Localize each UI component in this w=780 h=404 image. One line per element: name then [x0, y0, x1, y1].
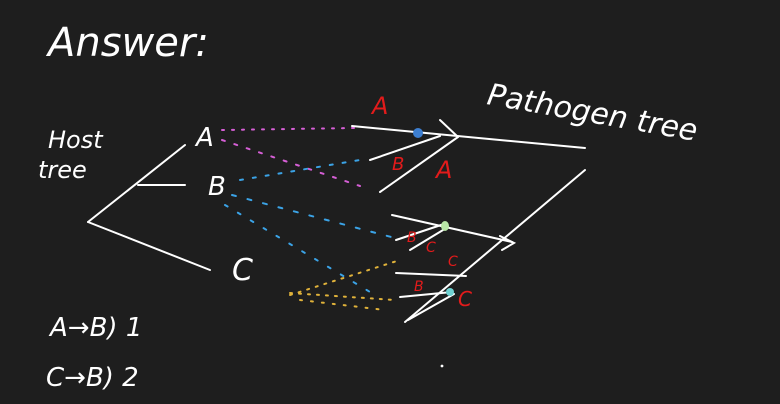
host-branch-upper — [87, 144, 186, 223]
link-c-yellow-upper — [289, 259, 401, 296]
link-b-blue-upper — [239, 159, 361, 181]
pathogen-second-b — [395, 223, 445, 241]
node-green — [441, 221, 449, 231]
link-c-yellow-lower — [299, 299, 386, 311]
pathogen-label-second-c2: C — [448, 254, 458, 270]
pathogen-label-first-b: B — [392, 154, 404, 175]
pathogen-spine — [404, 169, 586, 323]
pathogen-label-third-b: B — [414, 279, 424, 295]
host-label-line2: tree — [38, 156, 87, 184]
association-links — [221, 127, 401, 311]
pathogen-third-b — [399, 291, 453, 298]
node-blue — [413, 128, 423, 138]
link-b-blue-middle — [231, 194, 396, 239]
pathogen-third-c — [407, 293, 455, 321]
host-branch-lower — [87, 221, 211, 271]
pathogen-label-second-b: B — [407, 230, 417, 246]
host-taxon-b: B — [208, 172, 226, 202]
host-label-line1: Host — [48, 126, 104, 154]
pathogen-top-line — [351, 125, 586, 149]
pathogen-second-c — [409, 226, 449, 251]
pathogen-transfer-arrow — [391, 214, 513, 243]
pathogen-tick — [439, 119, 459, 138]
pathogen-tree — [351, 119, 586, 323]
note-a-to-b: A→B) 1 — [48, 313, 142, 343]
host-tree — [87, 144, 211, 271]
pathogen-label: Pathogen tree — [485, 77, 701, 148]
pathogen-label-third-c: C — [458, 287, 472, 311]
link-b-blue-lower — [224, 204, 376, 296]
host-taxon-a: A — [194, 123, 214, 153]
pathogen-first-b — [369, 135, 441, 161]
pathogen-label-top-a: A — [370, 92, 388, 120]
link-c-yellow-middle — [289, 292, 396, 301]
arrowhead — [499, 235, 517, 251]
node-cyan — [446, 288, 454, 296]
pathogen-label-first-a: A — [434, 156, 452, 184]
link-a-pink — [221, 127, 356, 131]
pathogen-label-second-c1: C — [426, 240, 436, 256]
answer-heading: Answer: — [45, 20, 209, 66]
host-taxon-c: C — [232, 253, 253, 288]
pathogen-first-a — [379, 136, 459, 193]
stray-mark — [440, 364, 444, 368]
note-c-to-b: C→B) 2 — [46, 363, 139, 393]
pathogen-third-top — [395, 272, 467, 277]
